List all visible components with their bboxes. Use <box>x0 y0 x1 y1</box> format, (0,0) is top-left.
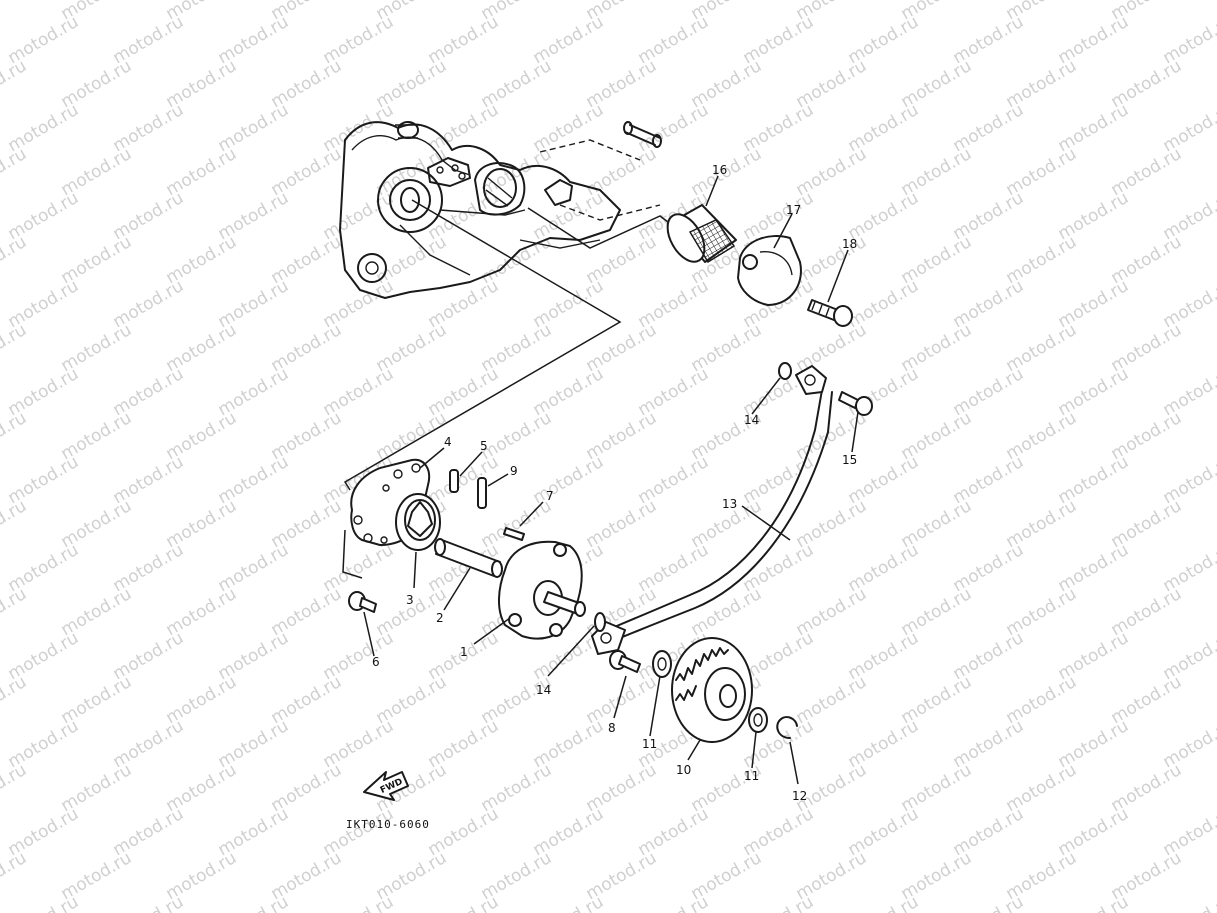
watermark-text: motod.ru <box>0 144 30 200</box>
callout-12: 12 <box>792 789 807 803</box>
callout-15: 15 <box>842 453 857 467</box>
callout-18: 18 <box>842 237 857 251</box>
callout-labels: 1 2 3 4 5 6 7 8 9 10 11 11 12 13 14 14 1… <box>372 163 857 803</box>
watermark-text: motod.ru <box>950 892 1028 913</box>
watermark-text: motod.ru <box>0 0 30 24</box>
callout-2: 2 <box>436 611 444 625</box>
callout-16: 16 <box>712 163 727 177</box>
watermark-text: motod.ru <box>425 892 503 913</box>
watermark-text: motod.ru <box>0 672 30 728</box>
watermark-text: motod.ru <box>0 584 30 640</box>
watermark-text: motod.ru <box>0 56 30 112</box>
callout-7: 7 <box>546 489 554 503</box>
watermark-text: motod.ru <box>5 892 83 913</box>
watermark-text: motod.ru <box>0 408 30 464</box>
callout-11-second: 11 <box>744 769 759 783</box>
pump-drive-gear <box>671 637 753 743</box>
callout-3: 3 <box>406 593 414 607</box>
callout-9: 9 <box>510 464 518 478</box>
assembly-leader-line <box>343 199 622 491</box>
oil-strainer <box>666 204 737 264</box>
watermark-text: motod.ru <box>0 320 30 376</box>
callout-11-first: 11 <box>642 737 657 751</box>
pump-shaft <box>434 538 503 578</box>
callout-leader-lines <box>363 175 859 785</box>
oil-pump-body <box>498 540 586 640</box>
callout-5: 5 <box>480 439 488 453</box>
filter-leader-line <box>527 207 669 249</box>
pin-7 <box>503 527 525 541</box>
watermark-text: motod.ru <box>845 892 923 913</box>
callout-14-upper: 14 <box>744 413 759 427</box>
callout-17: 17 <box>786 203 801 217</box>
washer-11-first <box>652 650 672 678</box>
watermark-text: motod.ru <box>1160 892 1217 913</box>
drawing-code: IKT010-6060 <box>346 818 430 831</box>
callout-4: 4 <box>444 435 452 449</box>
circlip <box>776 716 798 739</box>
watermark-text: motod.ru <box>320 892 398 913</box>
bolt-8 <box>609 650 641 673</box>
watermark-text: motod.ru <box>110 892 188 913</box>
callout-14-lower: 14 <box>536 683 551 697</box>
pump-rotor <box>395 493 441 551</box>
forward-direction-arrow: FWD <box>363 771 409 801</box>
callout-1: 1 <box>460 645 468 659</box>
dowel-pin-5 <box>449 469 459 493</box>
o-ring-upper <box>778 362 792 380</box>
callout-13: 13 <box>722 497 737 511</box>
strainer-cover <box>737 235 802 306</box>
washer-11-second <box>748 707 768 733</box>
watermark-text: motod.ru <box>215 892 293 913</box>
watermark-text: motod.ru <box>635 892 713 913</box>
watermark-text: motod.ru <box>0 760 30 816</box>
callout-6: 6 <box>372 655 380 669</box>
dowel-pin-9 <box>477 477 487 509</box>
o-ring-lower <box>594 612 606 632</box>
callout-10: 10 <box>676 763 691 777</box>
crankcase-illustration <box>339 121 662 299</box>
watermark-text: motod.ru <box>0 232 30 288</box>
watermark-text: motod.ru <box>0 496 30 552</box>
screw-group-bracket <box>342 529 363 579</box>
bolt-18 <box>807 299 853 327</box>
watermark-text: motod.ru <box>1055 892 1133 913</box>
callout-8: 8 <box>608 721 616 735</box>
watermark-text: motod.ru <box>740 892 818 913</box>
screw-6 <box>348 591 377 613</box>
watermark-text: motod.ru <box>0 848 30 904</box>
bolt-15 <box>838 391 873 416</box>
watermark-text: motod.ru <box>530 892 608 913</box>
